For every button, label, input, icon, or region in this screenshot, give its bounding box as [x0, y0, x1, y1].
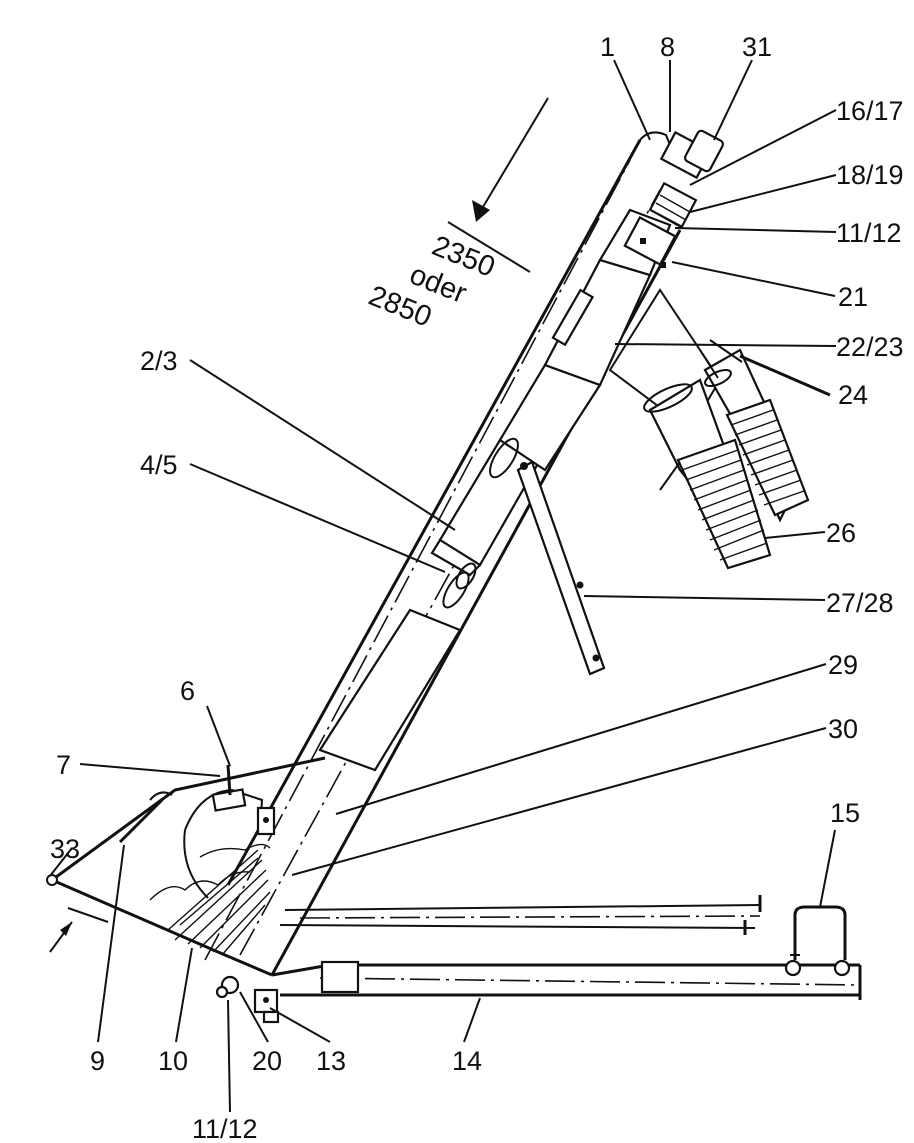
label-26: 26 [826, 518, 856, 548]
label-4-5: 4/5 [140, 450, 178, 480]
intake-hopper [46, 756, 326, 977]
label-11-12-top: 11/12 [836, 218, 902, 248]
dimension-annotation: 2350 oder 2850 [364, 97, 549, 334]
label-33: 33 [50, 834, 80, 864]
flexible-hoses [659, 398, 810, 570]
label-29: 29 [828, 650, 858, 680]
base-frame [215, 895, 862, 1024]
support-strut [516, 460, 606, 676]
label-10: 10 [158, 1046, 188, 1076]
label-30: 30 [828, 714, 858, 744]
label-11-12-bottom: 11/12 [192, 1114, 258, 1143]
label-14: 14 [452, 1046, 482, 1076]
label-24: 24 [838, 380, 868, 410]
label-18-19: 18/19 [836, 160, 904, 190]
label-1: 1 [600, 32, 615, 62]
label-27-28: 27/28 [826, 588, 894, 618]
label-7: 7 [56, 750, 71, 780]
leader-lines [49, 59, 837, 1113]
label-9: 9 [90, 1046, 105, 1076]
part-labels: 1 8 31 16/17 18/19 11/12 21 22/23 24 2/3… [50, 32, 904, 1143]
label-20: 20 [252, 1046, 282, 1076]
label-31: 31 [742, 32, 772, 62]
tube-segments [318, 208, 672, 772]
label-16-17: 16/17 [836, 96, 904, 126]
label-8: 8 [660, 32, 675, 62]
top-drive-assembly [623, 129, 725, 268]
label-15: 15 [830, 798, 860, 828]
label-21: 21 [838, 282, 868, 312]
label-22-23: 22/23 [836, 332, 904, 362]
label-6: 6 [180, 676, 195, 706]
label-13: 13 [316, 1046, 346, 1076]
label-2-3: 2/3 [140, 346, 178, 376]
